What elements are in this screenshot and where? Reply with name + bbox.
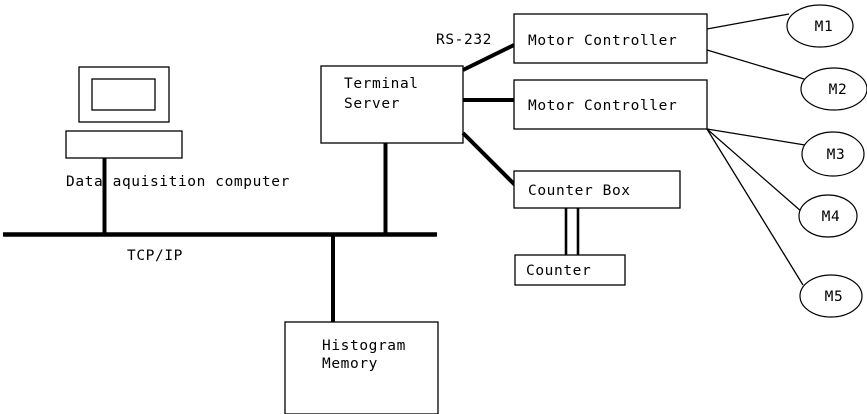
histogram-memory-box xyxy=(284,321,439,414)
motor-m5-label: M5 xyxy=(825,289,844,305)
rs232-link-label: RS-232 xyxy=(436,32,492,48)
motor-controller-2-box xyxy=(513,79,708,130)
motor-m2-ellipse xyxy=(800,67,867,111)
tcpip-bus-group: TCP/IP xyxy=(3,232,437,264)
motor-controller-1-box xyxy=(513,13,708,64)
motor-controller-1-group[interactable]: Motor Controller xyxy=(513,13,708,64)
motor-m3-ellipse xyxy=(801,131,865,177)
motor-controller-2-group[interactable]: Motor Controller xyxy=(513,79,708,130)
motor-controller-2-to-m5-link xyxy=(706,128,804,286)
counter-box-group[interactable]: Counter Box xyxy=(513,170,681,209)
terminal-server-group[interactable]: Terminal Server xyxy=(320,65,464,236)
motor-m5-ellipse xyxy=(799,274,863,318)
terminal-server-label-line1: Terminal xyxy=(344,76,419,92)
counter-box-rect xyxy=(513,170,681,209)
counter-group[interactable]: Counter xyxy=(514,208,626,286)
tcpip-bus-label: TCP/IP xyxy=(127,248,183,264)
motor-controller-2-to-m3-link xyxy=(706,128,806,146)
motor-m2-group[interactable]: M2 xyxy=(800,67,867,111)
histogram-memory-group[interactable]: Histogram Memory xyxy=(284,233,439,414)
motor-m1-ellipse xyxy=(786,4,854,48)
motor-m1-group[interactable]: M1 xyxy=(786,4,854,48)
histogram-memory-label-line1: Histogram xyxy=(322,338,406,354)
motor-m3-group[interactable]: M3 xyxy=(801,131,865,177)
motor-m2-label: M2 xyxy=(829,82,848,98)
terminal-server-label-line2: Server xyxy=(344,96,400,112)
motor-controller-1-to-m1-link xyxy=(706,13,790,30)
histogram-memory-label-line2: Memory xyxy=(322,356,378,372)
motor-m3-label: M3 xyxy=(827,147,846,163)
counter-box-label: Counter Box xyxy=(528,183,631,199)
motor-controller-2-to-m4-link xyxy=(706,128,803,213)
rs232-links-group: RS-232 xyxy=(436,32,518,188)
motor-m1-label: M1 xyxy=(815,19,834,35)
data-acquisition-computer-group[interactable]: Data aquisition computer xyxy=(65,66,290,236)
motor-m4-group[interactable]: M4 xyxy=(798,194,858,238)
motor-controller-2-label: Motor Controller xyxy=(528,98,677,114)
computer-monitor-screen xyxy=(91,78,156,111)
motor-m4-label: M4 xyxy=(822,209,841,225)
counter-label: Counter xyxy=(526,263,591,279)
terminal-server-to-counter-box-link xyxy=(461,131,518,188)
motor-m5-group[interactable]: M5 xyxy=(799,274,863,318)
computer-base-unit xyxy=(65,130,183,159)
motor-controller-1-label: Motor Controller xyxy=(528,33,677,49)
terminal-server-box xyxy=(320,65,464,144)
counter-rect xyxy=(514,254,626,286)
data-acquisition-computer-label: Data aquisition computer xyxy=(66,174,290,190)
terminal-server-to-motor-controller-1-link xyxy=(462,43,515,72)
motor-controller-1-to-m2-link xyxy=(706,49,805,80)
motor-m4-ellipse xyxy=(798,194,858,238)
motor-links-group xyxy=(706,13,806,286)
